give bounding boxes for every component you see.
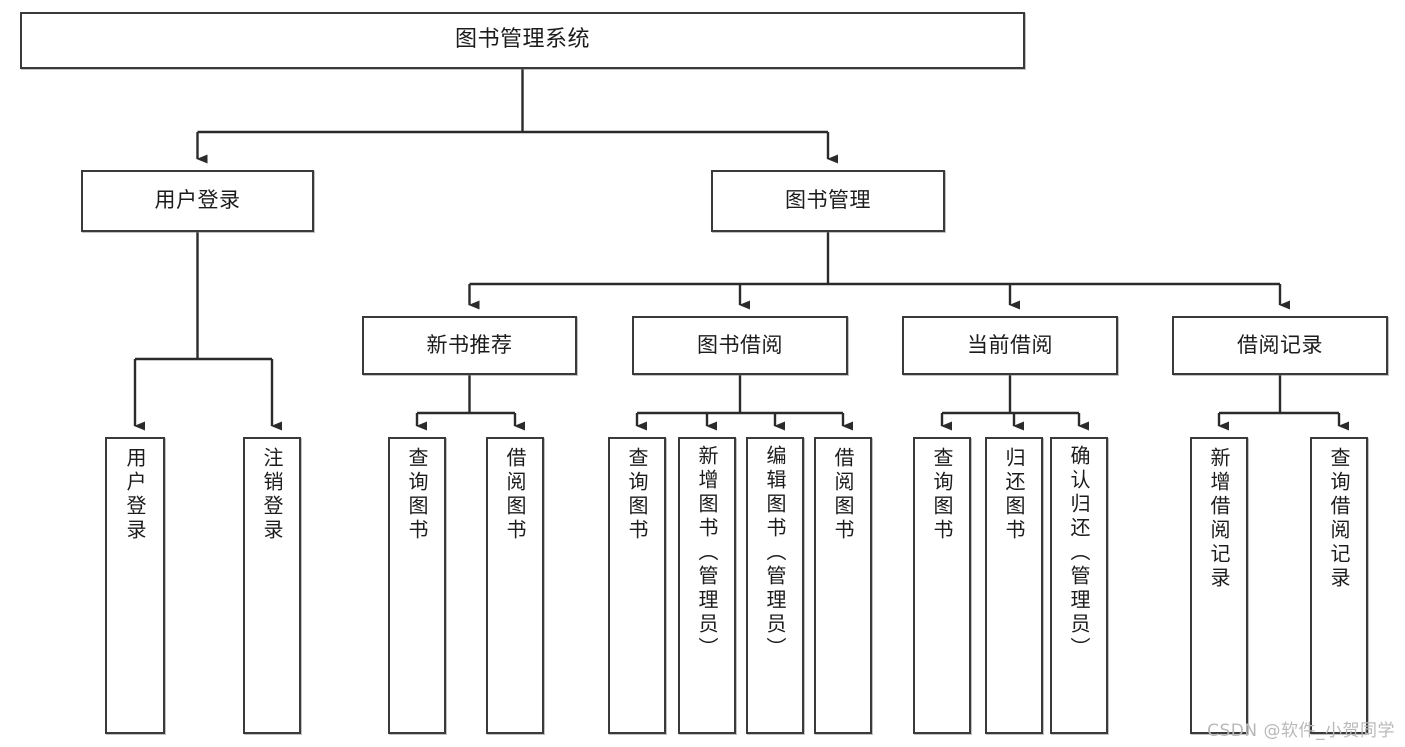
node-leaf-cb-query[interactable]: 查询图书	[913, 437, 971, 734]
node-label: 图书借阅	[697, 332, 783, 357]
node-book-manage[interactable]: 图书管理	[711, 170, 945, 232]
node-leaf-rec-query[interactable]: 查询图书	[388, 437, 446, 734]
node-label: 借阅图书	[503, 447, 527, 543]
node-label: 查询图书	[405, 447, 429, 543]
node-label: 图书管理	[785, 188, 871, 213]
node-label: 用户登录	[123, 447, 147, 543]
edge-group	[133, 69, 1349, 431]
node-leaf-bb-query[interactable]: 查询图书	[608, 437, 666, 734]
node-label: 查询借阅记录	[1327, 447, 1351, 591]
node-label: 借阅图书	[831, 447, 855, 543]
node-leaf-user-logout[interactable]: 注销登录	[243, 437, 301, 734]
node-label: 新增借阅记录	[1207, 447, 1231, 591]
node-label: 用户登录	[154, 188, 241, 213]
node-label: 归还图书	[1002, 447, 1026, 543]
node-label: 当前借阅	[967, 332, 1053, 357]
node-leaf-br-query[interactable]: 查询借阅记录	[1310, 437, 1368, 734]
node-label: 确认归还（管理员）	[1067, 445, 1091, 661]
node-label: 借阅记录	[1237, 332, 1323, 357]
watermark-text: CSDN @软件_小贺同学	[1207, 721, 1395, 741]
node-label: 编辑图书（管理员）	[763, 445, 787, 661]
node-leaf-bb-edit[interactable]: 编辑图书（管理员）	[746, 437, 804, 734]
node-book-borrow[interactable]: 图书借阅	[632, 316, 848, 375]
node-leaf-cb-confirm[interactable]: 确认归还（管理员）	[1050, 437, 1108, 734]
node-leaf-bb-add[interactable]: 新增图书（管理员）	[678, 437, 736, 734]
node-label: 新增图书（管理员）	[695, 445, 719, 661]
node-leaf-user-login[interactable]: 用户登录	[105, 437, 165, 734]
node-leaf-bb-borrow[interactable]: 借阅图书	[814, 437, 872, 734]
node-leaf-cb-return[interactable]: 归还图书	[985, 437, 1043, 734]
node-new-book-rec[interactable]: 新书推荐	[362, 316, 577, 375]
node-label: 查询图书	[625, 447, 649, 543]
node-label: 注销登录	[260, 447, 284, 543]
node-leaf-rec-borrow[interactable]: 借阅图书	[486, 437, 544, 734]
node-user-login[interactable]: 用户登录	[81, 170, 314, 232]
node-root[interactable]: 图书管理系统	[20, 12, 1025, 69]
node-label: 查询图书	[930, 447, 954, 543]
node-borrow-record[interactable]: 借阅记录	[1172, 316, 1388, 375]
node-label: 新书推荐	[426, 332, 513, 357]
node-leaf-br-add[interactable]: 新增借阅记录	[1190, 437, 1248, 734]
node-current-borrow[interactable]: 当前借阅	[902, 316, 1118, 375]
node-label: 图书管理系统	[454, 27, 590, 53]
